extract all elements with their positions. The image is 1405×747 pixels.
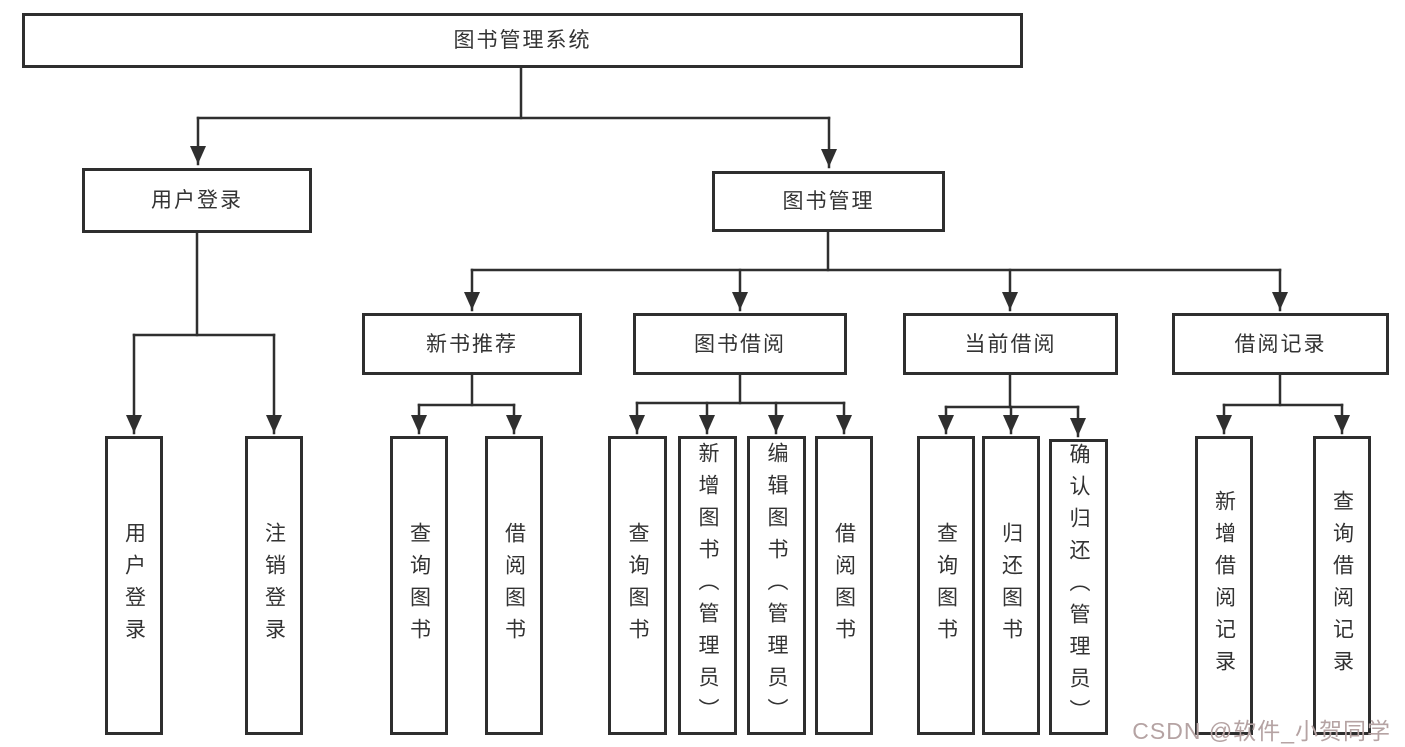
node-root-system: 图书管理系统 [22,13,1023,68]
leaf-edit-book-admin: 编辑图书（管理员） [747,436,806,735]
leaf-borrow-books-recommend: 借阅图书 [485,436,543,735]
leaf-logout: 注销登录 [245,436,303,735]
node-book-management: 图书管理 [712,171,945,232]
node-book-borrow: 图书借阅 [633,313,847,375]
leaf-add-book-admin: 新增图书（管理员） [678,436,737,735]
leaf-query-books-current: 查询图书 [917,436,975,735]
leaf-query-books-borrow: 查询图书 [608,436,667,735]
leaf-confirm-return-admin: 确认归还（管理员） [1049,439,1108,735]
node-new-book-recommend: 新书推荐 [362,313,582,375]
leaf-query-borrow-record: 查询借阅记录 [1313,436,1371,735]
node-user-login-branch: 用户登录 [82,168,312,233]
node-current-borrow: 当前借阅 [903,313,1118,375]
leaf-return-books: 归还图书 [982,436,1040,735]
leaf-query-books-recommend: 查询图书 [390,436,448,735]
node-borrow-records: 借阅记录 [1172,313,1389,375]
csdn-watermark: CSDN @软件_小贺同学 [1132,718,1391,744]
leaf-borrow-books-borrow: 借阅图书 [815,436,873,735]
leaf-add-borrow-record: 新增借阅记录 [1195,436,1253,735]
leaf-user-login: 用户登录 [105,436,163,735]
